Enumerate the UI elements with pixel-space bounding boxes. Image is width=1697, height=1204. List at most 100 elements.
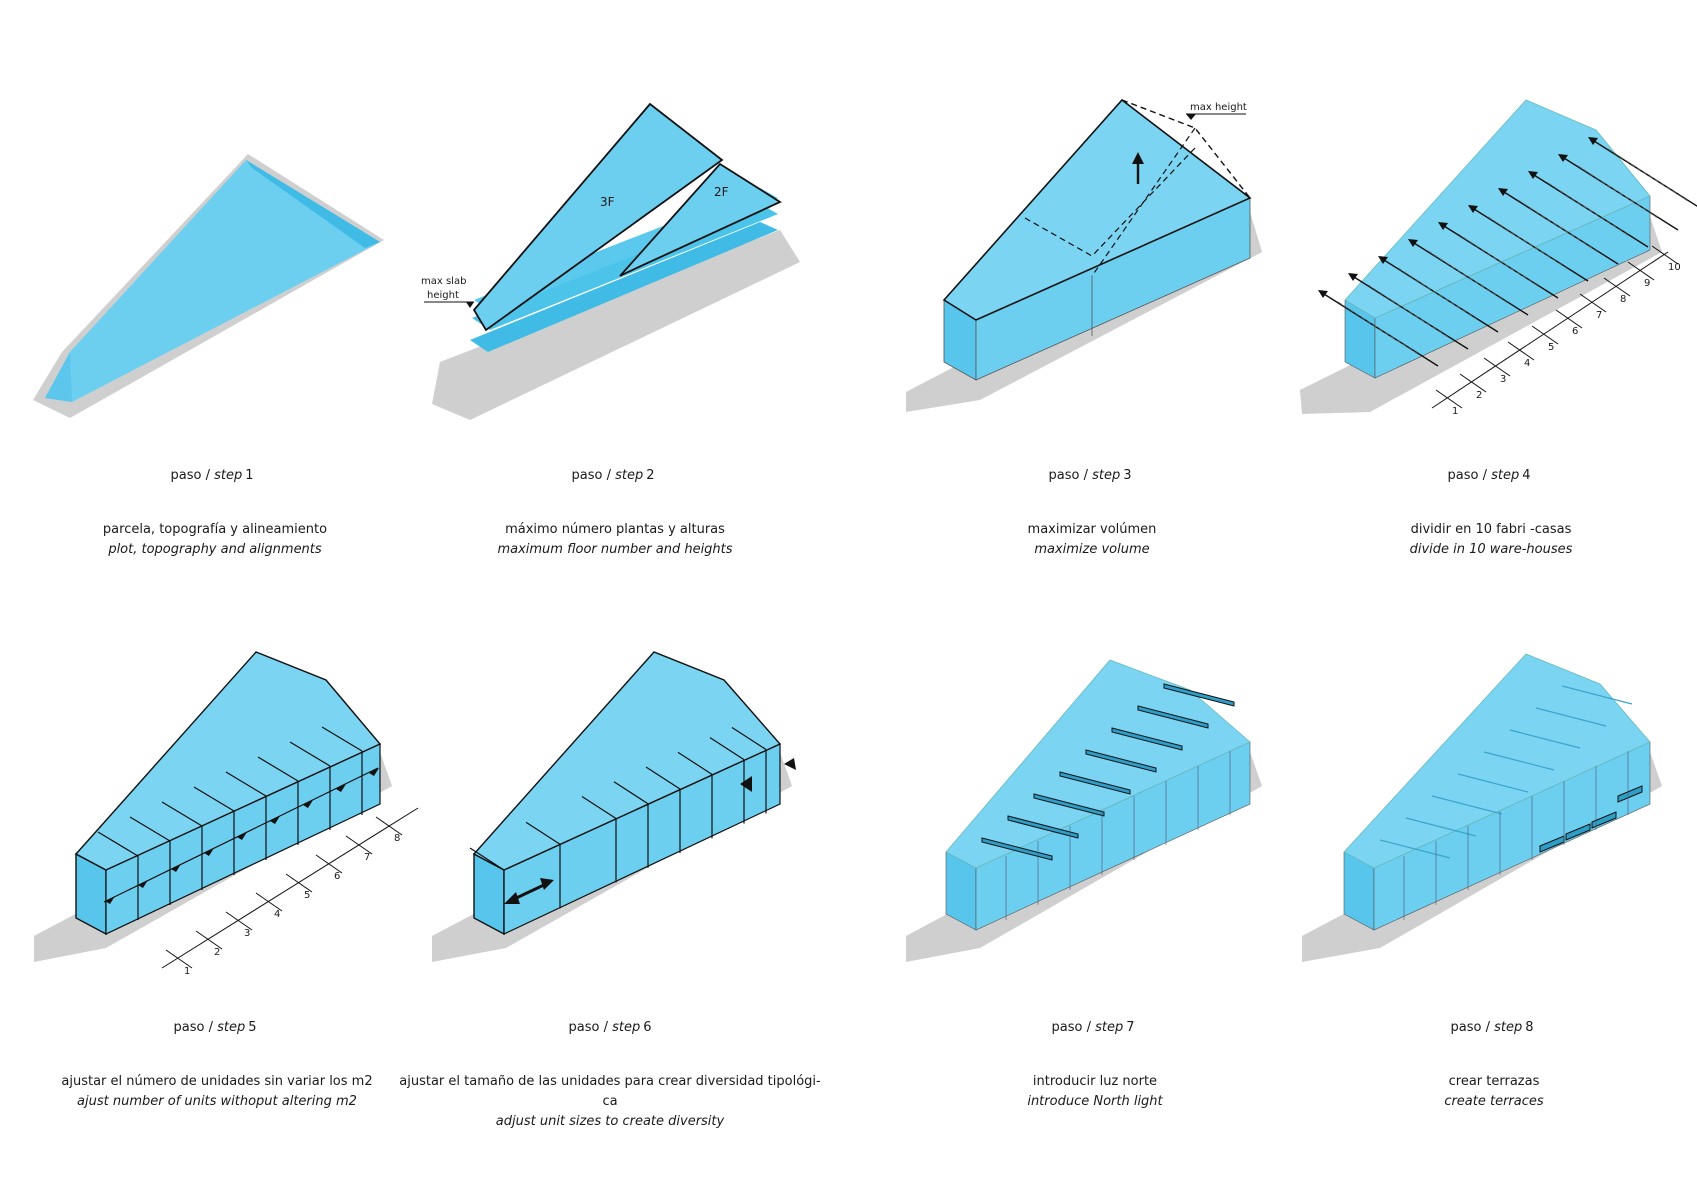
arrow-head-icon: [1498, 188, 1508, 196]
step-num-2: 2: [646, 468, 654, 483]
dimension-tick-icon: [105, 896, 115, 904]
size-lines: [469, 726, 767, 934]
scale-tick: [255, 892, 283, 912]
label-2f: 2F: [714, 185, 729, 199]
scale-label: 1: [184, 966, 190, 977]
scale-tick: [375, 816, 403, 836]
caption-en-5: ajust number of units withoput altering …: [77, 1094, 357, 1109]
north-light-slot: [1059, 771, 1131, 795]
slab-level-1: [470, 222, 778, 352]
scale-label: 2: [214, 947, 220, 958]
terrace-step: [1509, 729, 1581, 749]
step-word-8: step: [1494, 1020, 1522, 1035]
label-3f: 3F: [600, 195, 615, 209]
caption-en-6: adjust unit sizes to create diversity: [496, 1114, 725, 1129]
scale-label: 3: [1500, 374, 1506, 385]
step-word-1: step: [214, 468, 242, 483]
units-top: [74, 651, 382, 871]
arrow-head-icon: [1318, 290, 1328, 298]
terrace-step: [1431, 795, 1503, 815]
terrace-step: [1405, 817, 1477, 837]
step-prefix-4: paso /: [1448, 468, 1492, 483]
terrace-void: [1617, 785, 1643, 803]
scale-tick: [195, 930, 223, 950]
caption-en-8: create terraces: [1444, 1094, 1544, 1109]
step8-drawing: [1302, 653, 1662, 962]
dimension-tick-icon: [138, 880, 148, 888]
step-word-3: step: [1092, 468, 1120, 483]
plot-surface: [45, 160, 380, 402]
label-max-height: max height: [1190, 102, 1247, 113]
north-light-slot: [1085, 749, 1157, 773]
caption-es-6: ajustar el tamaño de las unidades para c…: [399, 1074, 821, 1089]
arrow-head-icon: [1528, 171, 1538, 179]
dimension-tick-icon: [270, 816, 280, 824]
division-dash: [1517, 199, 1599, 253]
step-num-7: 7: [1126, 1020, 1134, 1035]
plot-edge: [246, 160, 380, 248]
label-max-slab: max slab: [421, 276, 466, 287]
division-dash: [1397, 267, 1479, 321]
scale-axis: [161, 807, 419, 969]
arrow-head-icon: [1348, 273, 1358, 281]
step-prefix-8: paso /: [1451, 1020, 1495, 1035]
houses-top: [1344, 99, 1651, 319]
unit-roof-line: [581, 795, 617, 819]
slab-shadow: [432, 230, 800, 420]
caption-es-3: maximizar volúmen: [1028, 522, 1157, 537]
unit-roof-line: [677, 751, 713, 775]
unit-roof-line: [613, 781, 649, 805]
unit-lines: [97, 726, 379, 920]
caption-es-1: parcela, topografía y alineamiento: [103, 522, 327, 537]
scale-label: 2: [1476, 390, 1482, 401]
arrow-head-icon: [1438, 222, 1448, 230]
max-height-dashed-4: [1024, 217, 1093, 257]
unit-roof-line: [257, 756, 299, 782]
step6-drawing: [432, 651, 796, 962]
division-dash: [1457, 233, 1539, 287]
unit-roof-line: [97, 831, 139, 857]
step-num-5: 5: [248, 1020, 256, 1035]
caption-es-8: crear terrazas: [1449, 1074, 1540, 1089]
arrow-head-icon: [1558, 154, 1568, 162]
step-word-5: step: [217, 1020, 245, 1035]
step3-drawing: max height: [906, 98, 1262, 412]
scale-tick: [165, 949, 193, 969]
scale-label: 8: [394, 833, 400, 844]
north-light-slots: [981, 683, 1235, 920]
unit-roof-line: [161, 801, 203, 827]
step-num-4: 4: [1522, 468, 1530, 483]
division-dash: [1427, 250, 1509, 304]
scale-tick: [1483, 357, 1511, 377]
dimension-tick-icon: [369, 768, 379, 776]
size-marker-icon: [740, 776, 752, 792]
terrace-void: [1591, 811, 1617, 829]
scale-tick: [1507, 341, 1535, 361]
scale-label: 1: [1452, 406, 1458, 417]
scale-label: 5: [1548, 342, 1554, 353]
north-light-slot: [981, 837, 1053, 861]
terrace-void: [1565, 823, 1591, 841]
scale-label: 4: [1524, 358, 1530, 369]
scale-tick: [345, 835, 373, 855]
scale-tick: [1555, 309, 1583, 329]
step-word-6: step: [612, 1020, 640, 1035]
scale-tick: [1531, 325, 1559, 345]
step-word-7: step: [1095, 1020, 1123, 1035]
scale-tick: [1435, 389, 1463, 409]
north-light-slot: [1033, 793, 1105, 817]
north-light-slot: [1137, 705, 1209, 729]
plot-entrance: [45, 352, 72, 402]
caption-en-1: plot, topography and alignments: [107, 542, 322, 557]
arrow-head-icon: [1588, 137, 1598, 145]
